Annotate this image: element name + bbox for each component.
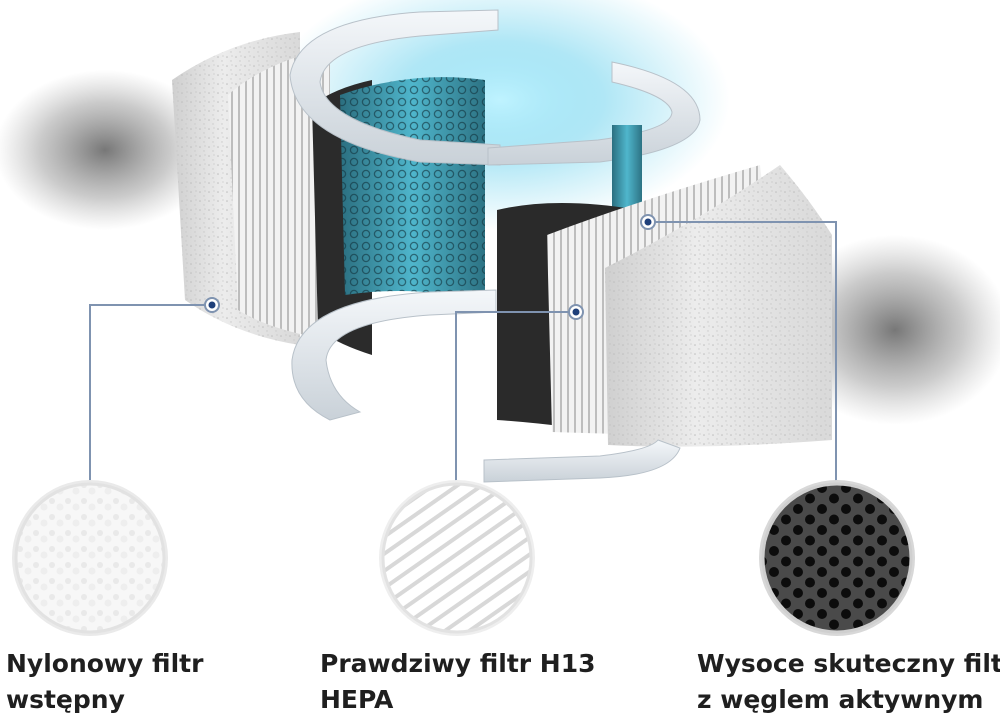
leader-line-prefilter <box>89 304 212 486</box>
leader-lines <box>89 221 837 486</box>
smoke-left <box>0 70 215 230</box>
bottom-ring-left <box>291 289 497 421</box>
label-hepa: Prawdziwy filtr H13 HEPA <box>320 646 596 714</box>
hepa-layer-left <box>228 48 330 340</box>
label-prefilter-line1: Nylonowy filtr <box>6 649 204 678</box>
leader-dots <box>204 214 656 320</box>
label-carbon-line1: Wysoce skuteczny filtr <box>697 649 1000 678</box>
leader-line-hepa <box>455 311 576 486</box>
carbon-detail-circle <box>759 480 915 636</box>
top-ring <box>289 9 501 166</box>
label-carbon: Wysoce skuteczny filtr z węglem aktywnym <box>697 646 1000 714</box>
hepa-detail-circle <box>379 480 535 636</box>
prefilter-detail-circle <box>12 480 168 636</box>
label-carbon-line2: z węglem aktywnym <box>697 685 984 714</box>
label-hepa-line2: HEPA <box>320 685 394 714</box>
label-prefilter: Nylonowy filtr wstępny <box>6 646 203 714</box>
label-hepa-line1: Prawdziwy filtr H13 <box>320 649 596 678</box>
bottom-ring-right <box>483 439 681 483</box>
top-ring-right <box>487 61 701 166</box>
leader-line-carbon <box>648 221 837 486</box>
label-prefilter-line2: wstępny <box>6 685 125 714</box>
